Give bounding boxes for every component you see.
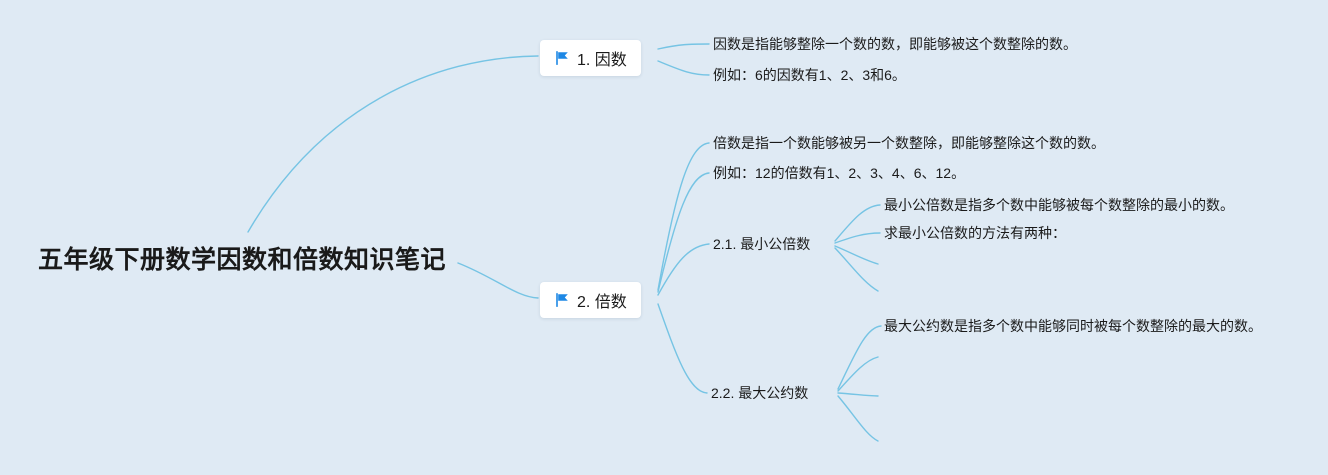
connector-root-branch2 xyxy=(457,262,539,299)
connector-stub xyxy=(834,247,879,292)
node-factor[interactable]: 1. 因数 xyxy=(540,40,641,76)
connector-stub xyxy=(837,392,879,397)
node-multiple-label: 2. 倍数 xyxy=(577,294,627,311)
connector-line xyxy=(837,325,882,390)
topic-lcm[interactable]: 2.1. 最小公倍数 xyxy=(713,236,811,252)
connector-line xyxy=(657,172,710,293)
node-factor-label: 1. 因数 xyxy=(577,52,627,69)
connector-line xyxy=(657,243,710,296)
note-factor-example[interactable]: 例如：6的因数有1、2、3和6。 xyxy=(713,67,906,83)
connector-root-branch1 xyxy=(247,55,539,233)
note-lcm-definition[interactable]: 最小公倍数是指多个数中能够被每个数整除的最小的数。 xyxy=(884,197,1234,213)
root-topic[interactable]: 五年级下册数学因数和倍数知识笔记 xyxy=(38,246,447,274)
connector-line xyxy=(834,204,881,242)
note-factor-definition[interactable]: 因数是指能够整除一个数的数，即能够被这个数整除的数。 xyxy=(713,36,1077,52)
connector-line xyxy=(657,303,708,394)
note-multiple-example[interactable]: 例如：12的倍数有1、2、3、4、6、12。 xyxy=(713,165,966,181)
connector-line xyxy=(657,60,710,76)
connector-stub xyxy=(834,245,879,265)
connector-line xyxy=(657,43,710,50)
connector-line xyxy=(834,232,881,244)
flag-icon xyxy=(554,292,570,308)
connector-stub xyxy=(837,356,879,392)
note-multiple-definition[interactable]: 倍数是指一个数能够被另一个数整除，即能够整除这个数的数。 xyxy=(713,135,1105,151)
connector-line xyxy=(657,142,710,291)
note-gcd-definition[interactable]: 最大公约数是指多个数中能够同时被每个数整除的最大的数。 xyxy=(884,318,1262,334)
topic-gcd[interactable]: 2.2. 最大公约数 xyxy=(711,385,809,401)
node-multiple[interactable]: 2. 倍数 xyxy=(540,282,641,318)
note-lcm-methods[interactable]: 求最小公倍数的方法有两种： xyxy=(884,225,1066,241)
flag-icon xyxy=(554,50,570,66)
connector-stub xyxy=(837,395,879,442)
